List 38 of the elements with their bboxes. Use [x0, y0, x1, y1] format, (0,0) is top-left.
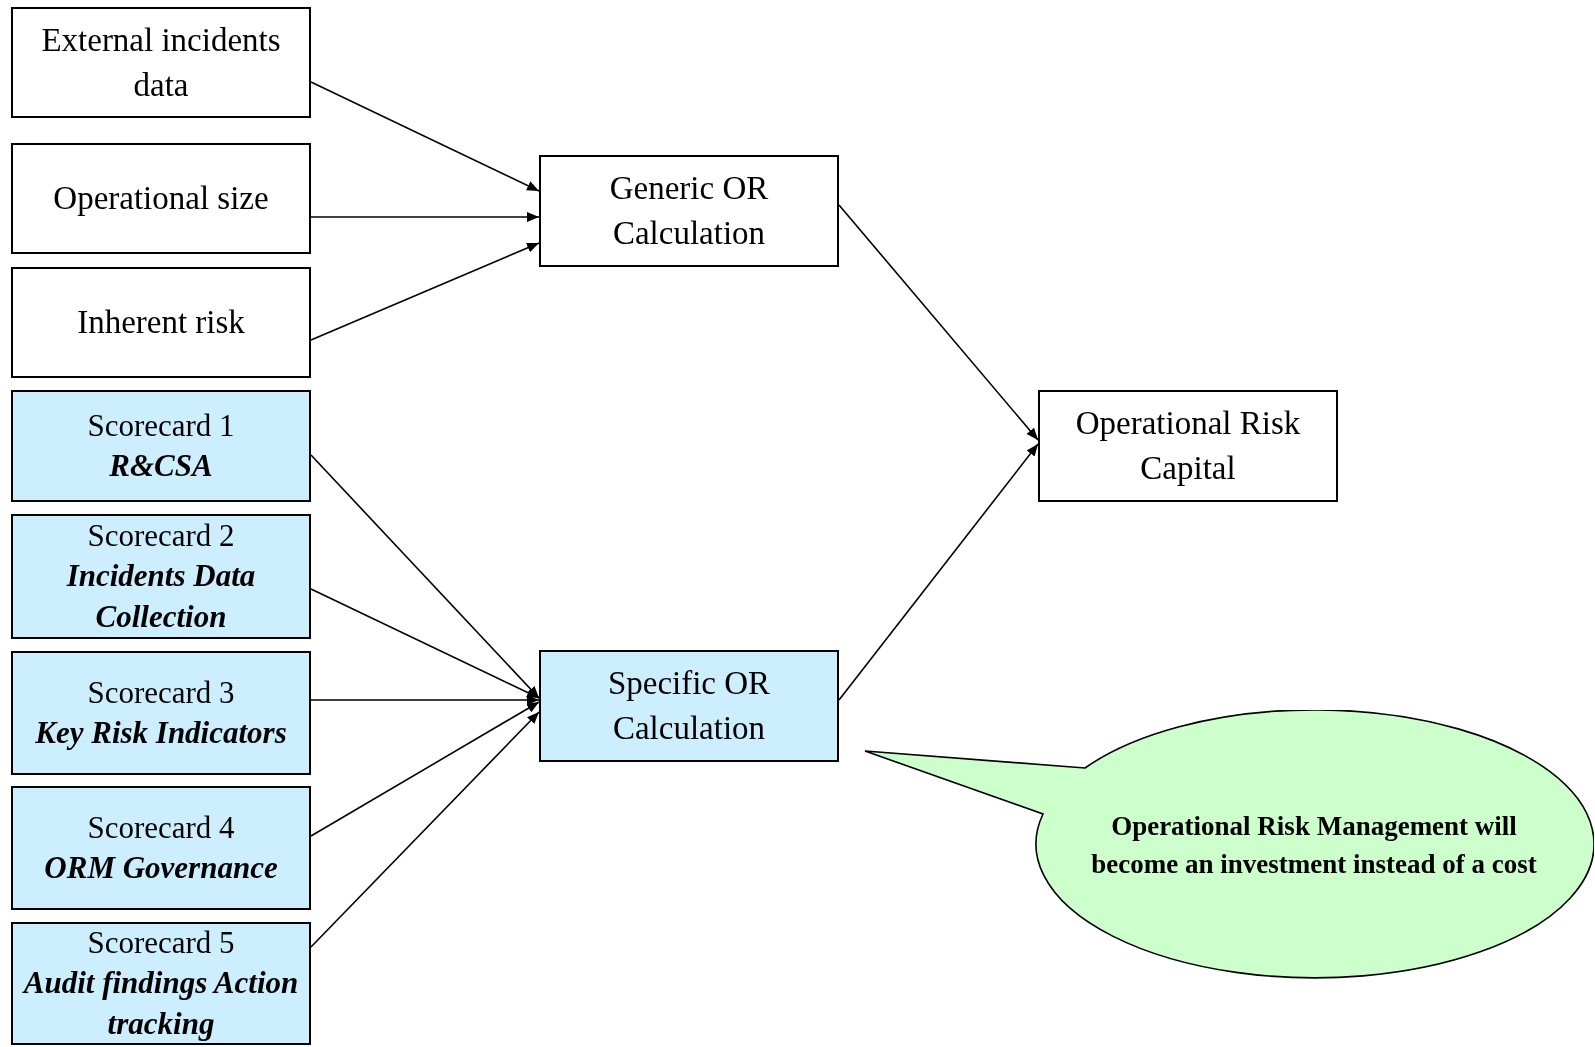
arrow [838, 443, 1039, 701]
process-box [11, 143, 311, 254]
box-label: Generic OR Calculation [608, 169, 770, 253]
box-subtitle: Key Risk Indicators [35, 714, 287, 752]
callout-text: Operational Risk Management will become an investment instead of a cost [1090, 810, 1538, 881]
box-subtitle: ORM Governance [44, 849, 278, 887]
arrow [310, 242, 540, 341]
process-box [539, 155, 839, 267]
process-box [11, 7, 311, 118]
box-label: External incidents data [40, 20, 282, 105]
scorecard-box [11, 390, 311, 502]
arrow [838, 204, 1039, 441]
box-label: Inherent risk [77, 303, 245, 343]
arrow [310, 588, 540, 699]
arrow [310, 212, 540, 222]
process-box [11, 267, 311, 378]
box-label: Specific OR Calculation [606, 664, 772, 748]
box-subtitle: Incidents Data Collection [65, 557, 257, 636]
scorecard-box [11, 651, 311, 775]
arrow [310, 711, 540, 948]
box-subtitle: Audit findings Action tracking [21, 964, 300, 1043]
scorecard-box [11, 922, 311, 1045]
arrow [310, 695, 540, 705]
scorecard-box [539, 650, 839, 762]
box-subtitle: R&CSA [109, 447, 213, 485]
box-label: Scorecard 2 [87, 517, 235, 556]
arrow [310, 81, 540, 192]
box-label: Operational Risk Capital [1074, 404, 1302, 488]
process-box [1038, 390, 1338, 502]
scorecard-box [11, 514, 311, 639]
box-label: Scorecard 1 [87, 406, 235, 445]
box-label: Scorecard 4 [87, 808, 235, 847]
box-label: Scorecard 3 [87, 673, 235, 712]
box-label: Operational size [53, 179, 269, 219]
box-label: Scorecard 5 [87, 924, 235, 963]
arrow [310, 701, 540, 837]
arrow [310, 454, 540, 699]
scorecard-box [11, 786, 311, 910]
